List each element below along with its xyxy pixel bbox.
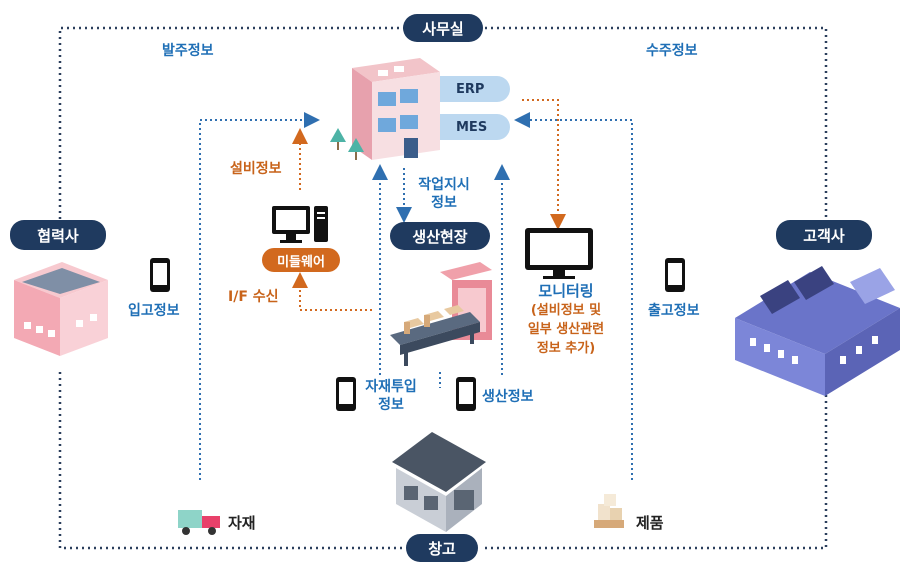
phone-icon-outbound	[665, 258, 685, 292]
product-label: 제품	[636, 514, 664, 532]
inbound-flow	[199, 112, 320, 480]
outbound-info-label: 출고정보	[648, 303, 700, 319]
monitoring-line1: (설비정보 및	[530, 303, 602, 318]
outbound-flow	[514, 112, 633, 480]
monitor-icon	[525, 228, 593, 279]
production-info-label: 생산정보	[482, 389, 534, 405]
sales-order-info-label: 수주정보	[646, 43, 698, 59]
customer-node: 고객사	[776, 220, 872, 250]
mes-bar: MES	[440, 114, 510, 140]
partner-node: 협력사	[10, 220, 106, 250]
office-node: 사무실	[403, 14, 483, 42]
customer-factory-icon	[735, 266, 900, 396]
work-order-label: 작업지시 정보	[412, 176, 476, 212]
partner-factory-icon	[14, 262, 108, 356]
material-input-line1: 자재투입	[365, 379, 417, 395]
computer-icon	[272, 206, 328, 243]
inbound-info-label: 입고정보	[128, 303, 180, 319]
monitoring-line2: 일부 생산관련	[527, 322, 605, 337]
erp-bar: ERP	[440, 76, 510, 102]
conveyor-machine-icon	[390, 262, 492, 366]
if-receive-label: I/F 수신	[228, 289, 279, 305]
phone-icon-material-input	[336, 377, 356, 411]
warehouse-node: 창고	[406, 534, 478, 562]
truck-icon	[178, 510, 220, 535]
order-info-label: 발주정보	[162, 43, 214, 59]
production-site-node: 생산현장	[390, 222, 490, 250]
warehouse-icon	[392, 432, 486, 532]
erp-label: ERP	[456, 81, 485, 97]
phone-icon-inbound	[150, 258, 170, 292]
if-receive-flow	[292, 272, 372, 311]
outer-frame	[58, 26, 828, 550]
phone-icon-production	[456, 377, 476, 411]
material-input-label: 자재투입 정보	[356, 378, 426, 414]
mes-label: MES	[456, 119, 488, 135]
product-boxes-icon	[594, 494, 624, 528]
office-building-icon	[330, 58, 440, 160]
work-order-line2: 정보	[431, 195, 457, 211]
middleware-node: 미들웨어	[262, 248, 340, 272]
monitoring-title: 모니터링	[538, 282, 594, 300]
material-input-line2: 정보	[378, 397, 404, 413]
monitoring-label: 모니터링 (설비정보 및 일부 생산관련 정보 추가)	[500, 282, 632, 358]
equipment-info-label: 설비정보	[230, 161, 282, 177]
material-label: 자재	[228, 514, 256, 532]
monitoring-line3: 정보 추가)	[536, 341, 596, 356]
monitoring-flow	[522, 99, 566, 230]
work-order-line1: 작업지시	[418, 177, 470, 193]
